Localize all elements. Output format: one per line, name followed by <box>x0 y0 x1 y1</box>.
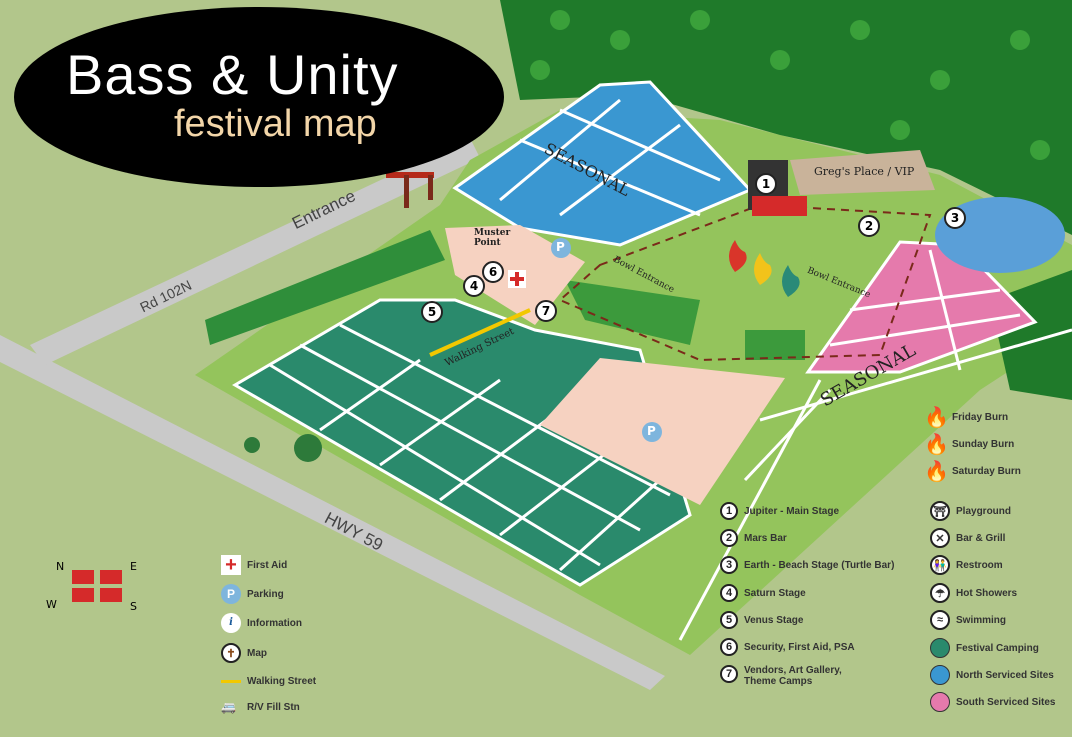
parking-icon-muster <box>551 238 571 258</box>
entrance-gate <box>386 172 434 178</box>
legend-swimming: ≈Swimming <box>930 610 1006 630</box>
south-swatch <box>930 692 950 712</box>
legend-first-aid: +First Aid <box>221 555 287 575</box>
legend-map: ✝Map <box>221 643 267 663</box>
marker-6[interactable]: 6 <box>482 261 504 283</box>
title-banner: Bass & Unity festival map <box>14 7 504 187</box>
title-sub: festival map <box>174 103 377 145</box>
legend-north-serviced: North Serviced Sites <box>930 665 1054 685</box>
legend-hot-showers: ☂Hot Showers <box>930 583 1017 603</box>
legend-walking-street: Walking Street <box>221 676 316 687</box>
parking-icon-main <box>642 422 662 442</box>
flame-icon: 🔥 <box>924 461 949 483</box>
compass-w: W <box>46 598 57 611</box>
parking-area <box>540 358 785 505</box>
forest-trees <box>530 10 1050 160</box>
marker-4[interactable]: 4 <box>463 275 485 297</box>
parking-symbol-main: P <box>647 424 656 438</box>
restroom-icon: 👫 <box>930 555 950 575</box>
marker-2[interactable]: 2 <box>858 215 880 237</box>
compass-n: N <box>56 560 65 573</box>
walking-street-icon <box>221 680 241 683</box>
vip-area <box>790 150 935 195</box>
hwy-59-road <box>0 335 665 690</box>
parking-symbol-muster: P <box>556 240 565 254</box>
parking-icon: P <box>221 584 241 604</box>
muster-point-label: Muster Point <box>474 228 511 248</box>
information-icon: i <box>221 613 241 633</box>
map-icon: ✝ <box>221 643 241 663</box>
legend-rv-fill: 🚐R/V Fill Stn <box>221 700 300 714</box>
compass-icon <box>72 570 122 602</box>
rd-102n-road <box>30 138 480 365</box>
bar-grill-icon: ✕ <box>930 528 950 548</box>
legend-playground: ⛩Playground <box>930 501 1011 521</box>
gregs-place-label: Greg's Place / VIP <box>814 165 915 178</box>
legend-friday-burn: 🔥Friday Burn <box>924 407 1009 429</box>
rv-icon: 🚐 <box>221 700 236 714</box>
camping-paths <box>269 323 671 572</box>
swimming-icon: ≈ <box>930 610 950 630</box>
friday-burn-icon <box>729 240 747 272</box>
legend-south-serviced: South Serviced Sites <box>930 692 1055 712</box>
saturday-burn-icon <box>782 265 800 297</box>
legend-restroom: 👫Restroom <box>930 555 1003 575</box>
marker-5[interactable]: 5 <box>421 301 443 323</box>
forest <box>500 0 1072 235</box>
playground-icon: ⛩ <box>930 501 950 521</box>
legend-bar-grill: ✕Bar & Grill <box>930 528 1005 548</box>
tree-patch-bowl <box>565 280 700 345</box>
title-main: Bass & Unity <box>66 43 399 106</box>
north-swatch <box>930 665 950 685</box>
pond <box>935 197 1065 273</box>
legend-sunday-burn: 🔥Sunday Burn <box>924 434 1015 456</box>
first-aid-icon: + <box>221 555 241 575</box>
camping-swatch <box>930 638 950 658</box>
sunday-burn-icon <box>754 253 772 285</box>
shower-icon: ☂ <box>930 583 950 603</box>
compass-s: S <box>130 600 137 613</box>
flame-icon: 🔥 <box>924 407 949 429</box>
marker-7[interactable]: 7 <box>535 300 557 322</box>
compass-e: E <box>130 560 137 573</box>
tree-strip-west <box>205 230 445 345</box>
marker-3[interactable]: 3 <box>944 207 966 229</box>
flame-icon: 🔥 <box>924 434 949 456</box>
tree-patch-east <box>745 330 805 360</box>
marker-1[interactable]: 1 <box>755 173 777 195</box>
legend-saturday-burn: 🔥Saturday Burn <box>924 461 1021 483</box>
legend-festival-camping: Festival Camping <box>930 638 1039 658</box>
walking-street <box>429 308 531 357</box>
pine-tree <box>294 434 322 462</box>
